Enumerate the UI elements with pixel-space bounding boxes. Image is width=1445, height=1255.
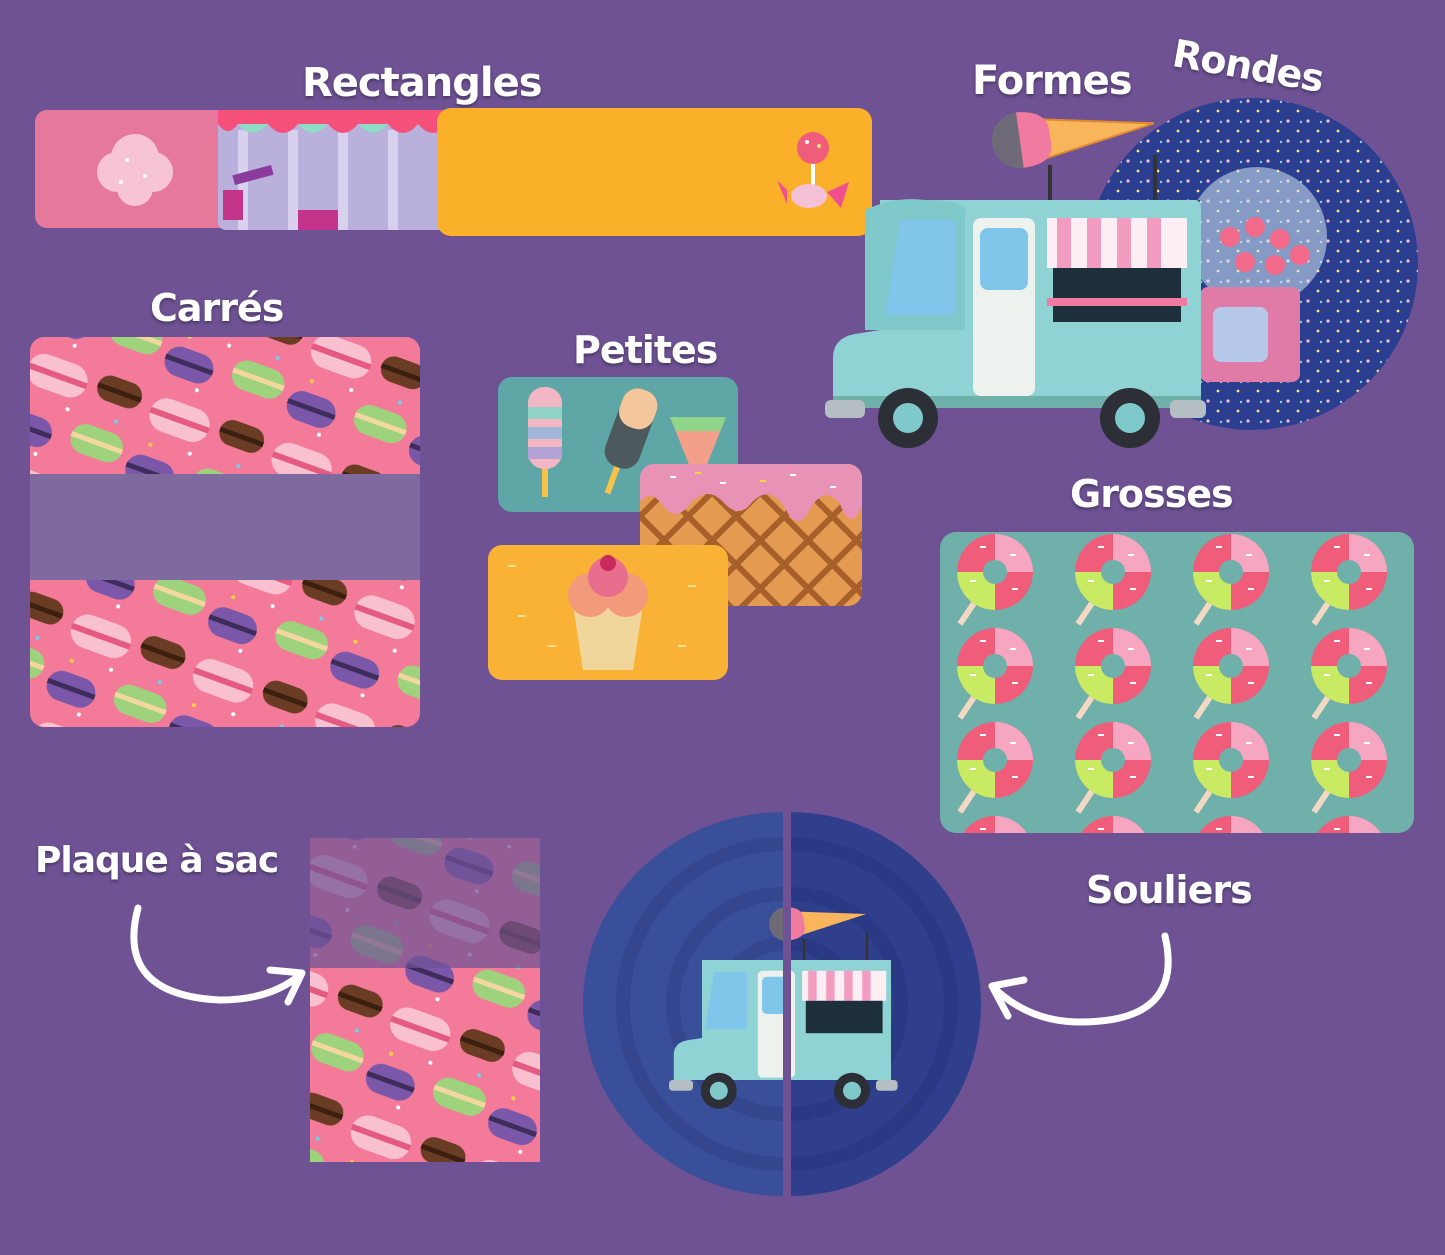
cake-pop-icon [777,132,849,208]
curved-arrow-icon [130,904,306,1006]
ice-cream-truck-icon [825,112,1206,448]
rectangle-sticker-orange [437,108,872,236]
label-carres: Carrés [150,286,284,330]
macaron-icon [30,337,420,727]
candy-stand-icon [218,110,448,230]
donut-lollipop-icon [940,532,1414,833]
label-souliers: Souliers [1086,868,1253,912]
label-rectangles: Rectangles [302,60,543,106]
rectangle-sticker-candy-stand [218,110,448,230]
curved-arrow-left [120,900,315,1040]
bag-tag-sticker [310,838,540,1162]
macaron-icon [310,838,540,1162]
label-petites: Petites [573,328,718,372]
curved-arrow-icon [988,932,1172,1026]
shape-sticker-ice-cream-truck [825,100,1210,450]
label-rondes: Rondes [1169,31,1327,101]
curved-arrow-right [980,930,1180,1040]
shoe-stickers [577,812,981,1197]
cotton-candy-icon [97,134,173,206]
ice-cream-cone-icon [488,545,728,680]
small-sticker-ice-cream [488,545,728,680]
label-formes: Formes [972,58,1133,104]
rectangle-sticker-cotton-candy [35,110,235,228]
label-plaque-a-sac: Plaque à sac [35,840,279,881]
gumball-machine-icon [1187,167,1327,382]
label-grosses: Grosses [1070,472,1234,516]
large-sticker-donuts [940,532,1414,833]
square-sticker-macarons [30,337,420,727]
